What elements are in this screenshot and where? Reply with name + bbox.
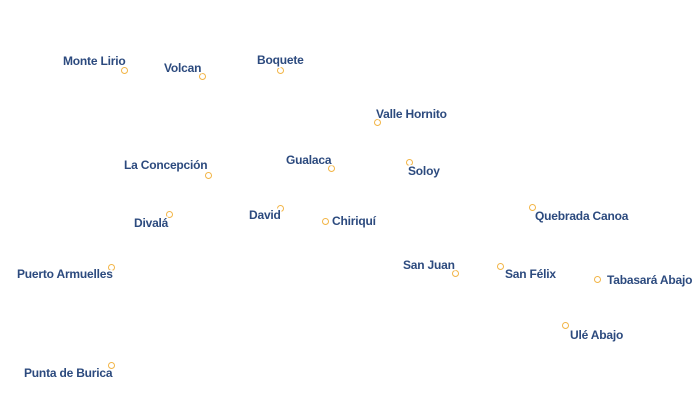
place-marker[interactable] [528,203,536,211]
place-marker[interactable] [327,164,335,172]
place-marker[interactable] [107,263,115,271]
place-marker[interactable] [561,321,569,329]
place-label[interactable]: Divalá [134,216,169,230]
place-marker[interactable] [321,217,329,225]
place-marker[interactable] [276,66,284,74]
place-label[interactable]: Monte Lirio [63,54,126,68]
place-marker[interactable] [165,210,173,218]
place-marker[interactable] [198,72,206,80]
place-marker[interactable] [451,269,459,277]
place-label[interactable]: Quebrada Canoa [535,209,629,223]
place-label[interactable]: San Juan [403,258,455,272]
place-label[interactable]: Punta de Burica [24,366,113,380]
place-label[interactable]: Valle Hornito [376,107,447,121]
place-marker[interactable] [593,275,601,283]
place-label[interactable]: Chiriquí [332,214,376,228]
place-label[interactable]: Tabasará Abajo [607,273,693,287]
place-marker[interactable] [373,118,381,126]
place-label[interactable]: Gualaca [286,153,332,167]
place-label[interactable]: Ulé Abajo [570,328,624,342]
place-marker[interactable] [276,204,284,212]
place-marker[interactable] [120,66,128,74]
place-marker[interactable] [107,361,115,369]
place-marker[interactable] [496,262,504,270]
place-label[interactable]: La Concepción [124,158,208,172]
place-label[interactable]: David [249,208,281,222]
place-label[interactable]: Soloy [408,164,440,178]
place-label[interactable]: San Félix [505,267,556,281]
place-label[interactable]: Volcan [164,61,202,75]
place-marker[interactable] [204,171,212,179]
place-marker[interactable] [405,158,413,166]
place-label[interactable]: Boquete [257,53,304,67]
place-label[interactable]: Puerto Armuelles [17,267,113,281]
